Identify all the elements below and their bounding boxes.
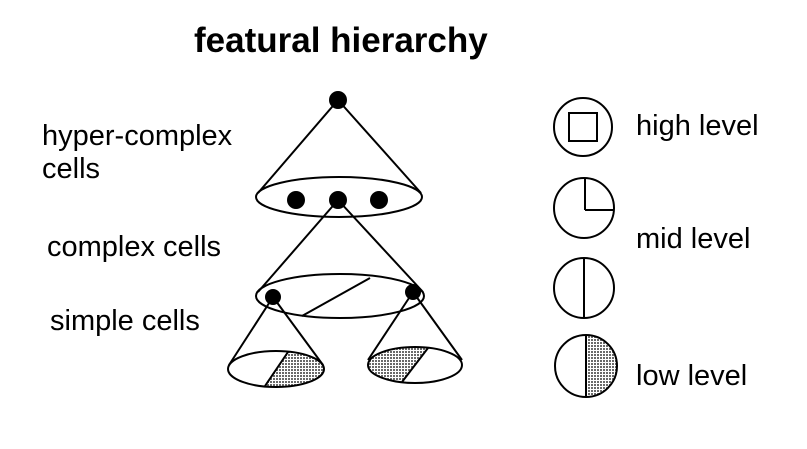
mid-level-line-icon [553,257,615,319]
simple-cells-label: simple cells [50,305,200,337]
hyper-complex-label-cells: cells [42,153,101,185]
high-level-feature-icon [553,97,613,157]
simple-cell-cone-right [367,291,463,384]
diagram-title: featural hierarchy [194,21,488,60]
complex-cell-node-1 [287,191,305,209]
low-level-shading-icon [554,334,618,398]
mid-level-label: mid level [636,223,751,255]
low-level-label: low level [636,360,748,392]
hyper-complex-cell-node [329,91,347,109]
high-level-label: high level [636,110,759,142]
hyper-complex-cone [255,99,423,218]
complex-cell-node-3 [370,191,388,209]
hyper-complex-label: hyper-complex [42,120,233,152]
complex-cells-label: complex cells [47,231,222,263]
complex-cell-cone [255,199,425,319]
mid-level-corner-icon [553,177,615,239]
simple-cell-cone-left [227,296,325,388]
